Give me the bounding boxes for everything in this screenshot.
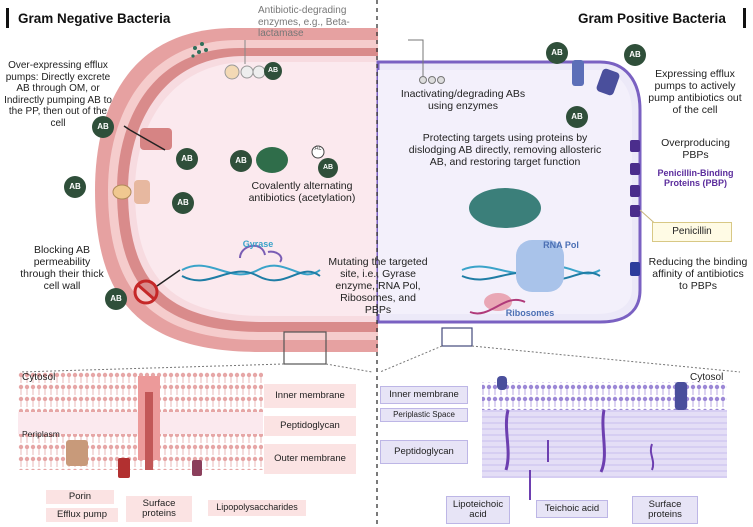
protecting-protein-icon — [469, 188, 541, 228]
arrow-line — [156, 269, 181, 287]
lipoteichoic-label: Lipoteichoic acid — [446, 496, 510, 524]
acetyl-label: Ac — [314, 146, 322, 152]
pbp-label: Penicillin-Binding Proteins (PBP) — [657, 168, 734, 189]
gram-positive-inset — [482, 376, 727, 500]
efflux-pump-right-icon — [572, 60, 620, 96]
lipopolysaccharides-label: Lipopolysaccharides — [208, 500, 306, 516]
gyrase-dna-icon — [181, 244, 321, 282]
ab-badge: AB — [176, 148, 198, 170]
penicillin-label: Penicillin — [652, 222, 732, 242]
ab-badge: AB — [264, 62, 282, 80]
pbp-blocks-icon — [630, 140, 640, 276]
acetyl-group-icon — [311, 145, 325, 159]
surface-proteins-label-right: Surface proteins — [632, 496, 698, 524]
overproducing-label: Overproducing PBPs — [661, 137, 730, 162]
rna-pol-ribosome-icon — [461, 240, 601, 315]
title-bar-left — [6, 8, 9, 28]
ab-badge: AB — [546, 42, 568, 64]
blocked-icon — [133, 279, 159, 305]
ribosomes-label: Ribosomes — [505, 308, 555, 318]
outer-membrane-label: Outer membrane — [264, 444, 356, 474]
cytosol-label-left: Cytosol — [22, 372, 56, 383]
cytosol-label-right: Cytosol — [690, 372, 724, 383]
inset-selector-right — [441, 327, 473, 347]
rna-pol-label: RNA Pol — [543, 240, 579, 250]
periplastic-space-label: Periplastic Space — [380, 408, 468, 422]
periplasm-label: Periplasm — [22, 429, 60, 439]
efflux-pump-label: Efflux pump — [46, 508, 118, 522]
porin-label: Porin — [46, 490, 114, 504]
gram-negative-cell-wall — [95, 28, 378, 352]
ab-badge: AB — [64, 176, 86, 198]
efflux-right-label: Expressing efflux pumps to actively pump… — [648, 68, 742, 117]
mutating-label: Mutating the targeted site, i.e., Gyrase… — [328, 256, 428, 317]
peptidoglycan-label-right: Peptidoglycan — [380, 440, 468, 464]
inset-selector-left — [283, 331, 327, 365]
ab-badge: AB — [318, 158, 338, 178]
ab-badge: AB — [624, 44, 646, 66]
gyrase-label: Gyrase — [242, 239, 274, 249]
protecting-label: Protecting targets using proteins by dis… — [408, 132, 602, 169]
efflux-pump-left-lower-icon — [112, 180, 150, 204]
enzymes-note: Antibiotic-degrading enzymes, e.g., Beta… — [258, 5, 350, 39]
inner-membrane-label: Inner membrane — [264, 384, 356, 408]
ab-badge: AB — [105, 288, 127, 310]
surface-proteins-label-left: Surface proteins — [126, 496, 192, 522]
efflux-pump-left-icon — [123, 125, 172, 151]
title-gram-negative: Gram Negative Bacteria — [18, 11, 171, 26]
teichoic-label: Teichoic acid — [536, 500, 608, 518]
efflux-left-label: Over-expressing efflux pumps: Directly e… — [4, 60, 112, 129]
title-bar-right — [743, 8, 746, 28]
ab-badge: AB — [92, 116, 114, 138]
blocking-label: Blocking AB permeability through their t… — [20, 244, 104, 293]
gram-negative-inset — [18, 372, 263, 478]
peptidoglycan-label-left: Peptidoglycan — [264, 416, 356, 436]
ab-badge: AB — [566, 106, 588, 128]
ab-badge: AB — [230, 150, 252, 172]
reducing-label: Reducing the binding affinity of antibio… — [648, 256, 748, 293]
title-gram-positive: Gram Positive Bacteria — [578, 11, 726, 26]
acetylation-enzyme-icon — [256, 147, 288, 173]
inner-membrane-label-right: Inner membrane — [380, 386, 468, 404]
covalent-label: Covalently alternating antibiotics (acet… — [248, 180, 356, 205]
inactivating-label: Inactivating/degrading ABs using enzymes — [400, 88, 526, 113]
ab-badge: AB — [172, 192, 194, 214]
enzyme-circles-icon — [408, 39, 445, 84]
